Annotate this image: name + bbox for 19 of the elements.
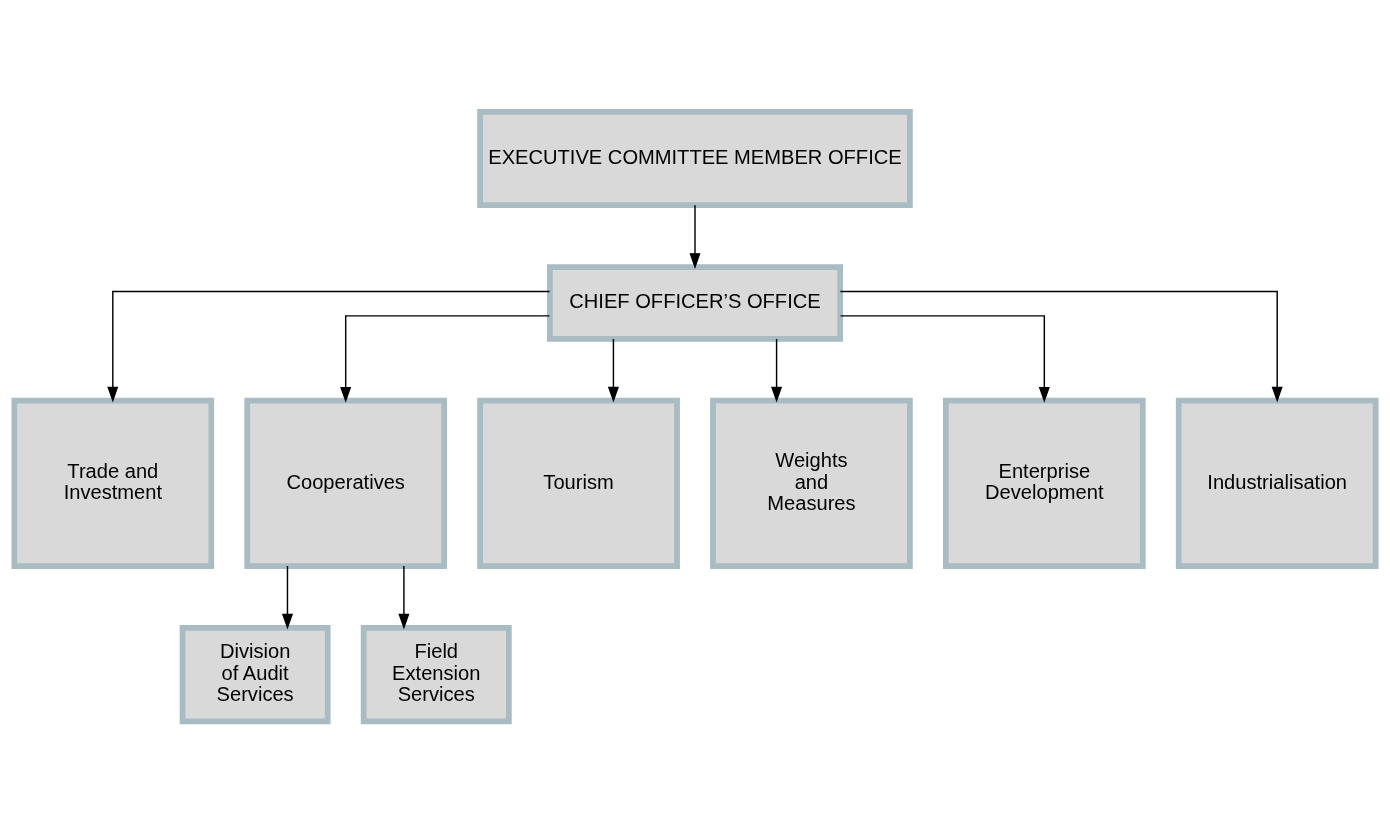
- node-box: Trade and Investment: [11, 397, 215, 569]
- arrow: [839, 315, 1050, 403]
- node-box: Enterprise Development: [942, 397, 1146, 569]
- arrow: [398, 565, 410, 630]
- arrow: [107, 290, 551, 403]
- node-box: Cooperatives: [244, 397, 448, 569]
- node-box: Weights and Measures: [710, 397, 913, 569]
- node-box: EXECUTIVE COMMITTEE MEMBER OFFICE: [477, 108, 913, 209]
- node-box: Division of Audit Services: [179, 624, 331, 725]
- node-box: Industrialisation: [1175, 397, 1379, 569]
- node-box: Field Extension Services: [360, 624, 512, 725]
- node-box: Tourism: [477, 397, 680, 569]
- arrow: [771, 338, 783, 403]
- arrow: [689, 204, 701, 269]
- arrow: [340, 315, 551, 403]
- node-box: CHIEF OFFICER’S OFFICE: [546, 264, 844, 342]
- arrow: [281, 565, 293, 630]
- arrow: [607, 338, 619, 403]
- arrow: [839, 290, 1283, 403]
